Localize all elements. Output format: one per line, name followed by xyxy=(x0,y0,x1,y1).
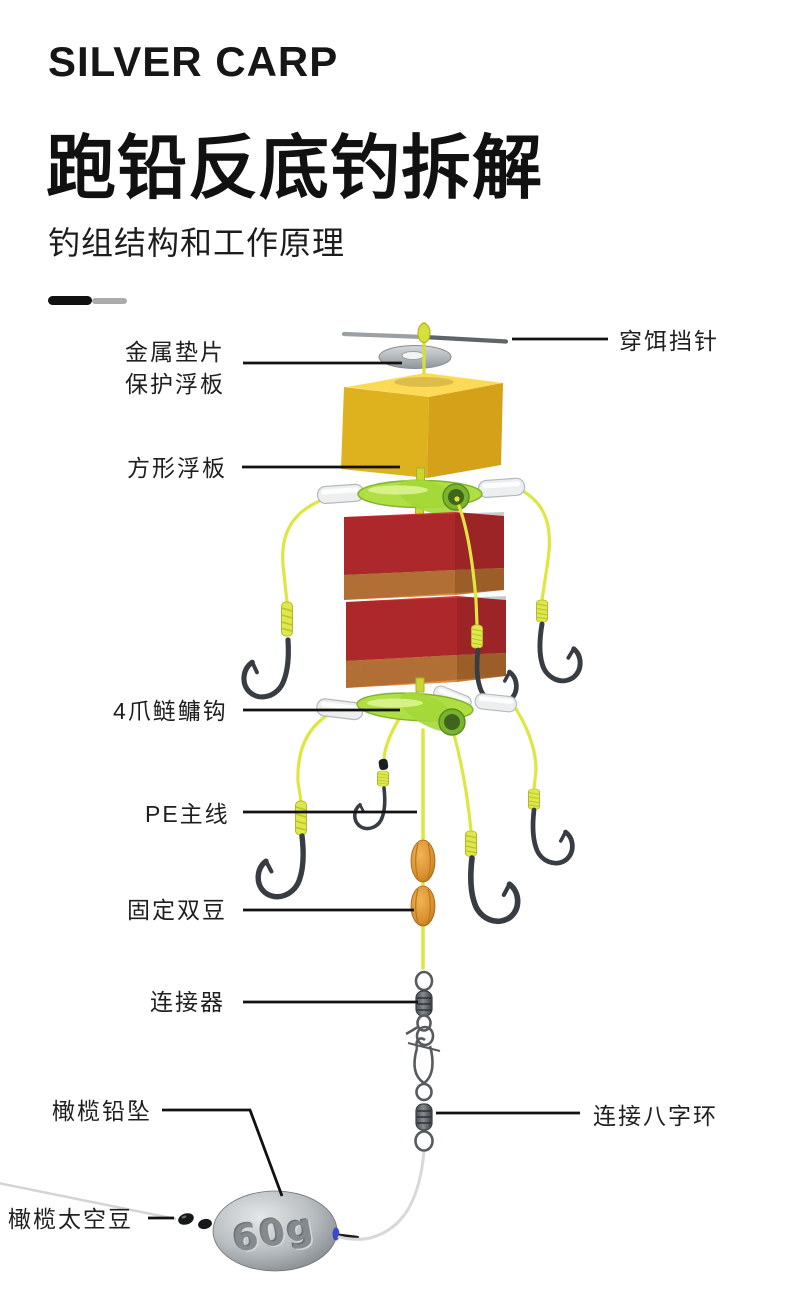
label-metal-washer-line1: 金属垫片 xyxy=(125,339,225,365)
label-four-claw-hook: 4爪鲢鳙钩 xyxy=(113,698,228,724)
foam-bait-blocks xyxy=(344,512,506,688)
label-fixed-double-beads: 固定双豆 xyxy=(127,897,227,923)
clear-tube-left xyxy=(316,483,365,505)
label-connector: 连接器 xyxy=(150,989,225,1015)
square-float-board xyxy=(341,373,503,478)
clear-tube-right xyxy=(477,477,526,499)
lower-hook-connector xyxy=(315,677,518,736)
page-title: 跑铅反底钓拆解 xyxy=(46,129,543,207)
label-olive-lead-sinker: 橄榄铅坠 xyxy=(52,1098,152,1124)
label-metal-washer: 金属垫片 保护浮板 xyxy=(125,336,225,400)
label-bait-pin: 穿饵挡针 xyxy=(619,328,719,354)
label-pe-main-line: PE主线 xyxy=(145,801,230,827)
leader-line-white xyxy=(337,1151,426,1241)
label-figure-eight-ring: 连接八字环 xyxy=(593,1103,718,1129)
olive-lead-sinker: 60g 60g 60g xyxy=(212,1190,360,1272)
swivel-snap-connector xyxy=(405,970,441,1152)
label-square-float: 方形浮板 xyxy=(127,455,227,481)
lower-hook-lines xyxy=(296,701,538,970)
olive-space-beans xyxy=(178,1213,212,1230)
upper-middle-line xyxy=(457,504,479,627)
bait-stop-pin xyxy=(341,322,509,344)
line-clip xyxy=(378,758,389,771)
label-metal-washer-line2: 保护浮板 xyxy=(125,371,225,397)
page-subtitle: 钓组结构和工作原理 xyxy=(48,225,346,261)
main-line-left xyxy=(0,1182,177,1221)
upper-hook-connector xyxy=(316,467,526,518)
label-olive-space-bean: 橄榄太空豆 xyxy=(8,1206,133,1232)
label-leader-lines xyxy=(148,337,608,1220)
upper-hook-lines xyxy=(281,488,552,604)
divider xyxy=(48,296,127,305)
brand-title: SILVER CARP xyxy=(48,38,339,85)
sinker-blue-ring xyxy=(332,1227,340,1241)
leader-sinker xyxy=(162,1108,284,1197)
lower-hooks xyxy=(258,758,572,921)
fixed-double-beads xyxy=(410,839,436,927)
